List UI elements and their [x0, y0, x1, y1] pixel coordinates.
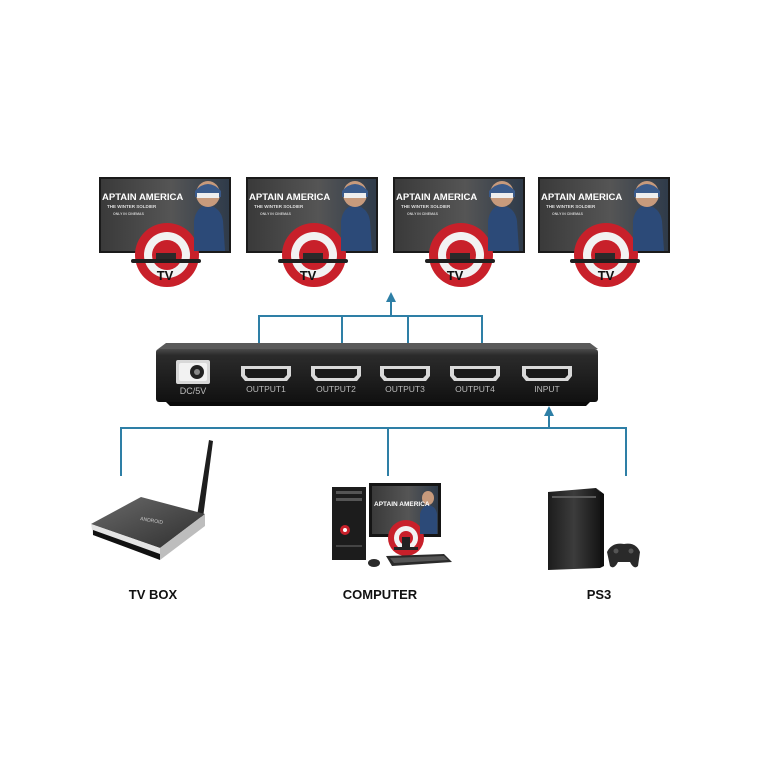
- tv-screen-title: APTAIN AMERICA: [102, 192, 183, 203]
- output-arrow-icon: [386, 292, 396, 302]
- dc-port-label: DC/5V: [180, 386, 207, 396]
- source-label-computer: COMPUTER: [342, 587, 418, 602]
- tv-2: APTAIN AMERICA THE WINTER SOLDIER ONLY I…: [246, 177, 378, 287]
- tv-screen-title: APTAIN AMERICA: [249, 192, 330, 203]
- hdmi-splitter: DC/5V OUTPUT1 OUTPUT2 OUTPUT3 OUTPUT4 IN…: [156, 343, 598, 406]
- input-arrow-icon: [544, 406, 554, 416]
- port-label-output1: OUTPUT1: [246, 384, 286, 394]
- dc-power-port: [176, 360, 210, 384]
- tv-1: APTAIN AMERICA THE WINTER SOLDIER ONLY I…: [99, 177, 231, 287]
- hdmi-port-output2: [311, 366, 361, 381]
- tv-label-1: TV: [156, 268, 174, 283]
- port-label-input: INPUT: [534, 384, 560, 394]
- port-label-output4: OUTPUT4: [455, 384, 495, 394]
- tv-screen-subtitle: THE WINTER SOLDIER: [254, 204, 304, 209]
- port-label-output2: OUTPUT2: [316, 384, 356, 394]
- source-label-ps3: PS3: [586, 587, 612, 602]
- tv-screen-title: APTAIN AMERICA: [396, 192, 477, 203]
- tv-screen-tagline: ONLY IN CINEMAS: [407, 212, 439, 216]
- tv-box-icon: ANDROID: [91, 440, 213, 560]
- hdmi-port-input: [522, 366, 572, 381]
- tv-screen-subtitle: THE WINTER SOLDIER: [107, 204, 157, 209]
- hdmi-port-output4: [450, 366, 500, 381]
- tv-screen-subtitle: THE WINTER SOLDIER: [546, 204, 596, 209]
- tv-screen-tagline: ONLY IN CINEMAS: [552, 212, 584, 216]
- svg-text:ANDROID: ANDROID: [140, 516, 164, 526]
- ps3-console-icon: [548, 488, 640, 570]
- tv-screen-title: APTAIN AMERICA: [541, 192, 622, 203]
- tv-label-4: TV: [597, 268, 615, 283]
- tv-screen-subtitle: THE WINTER SOLDIER: [401, 204, 451, 209]
- computer-screen-title: APTAIN AMERICA: [374, 501, 430, 508]
- input-connectors: [120, 415, 627, 476]
- tv-3: APTAIN AMERICA THE WINTER SOLDIER ONLY I…: [393, 177, 525, 287]
- computer-icon: [332, 483, 452, 567]
- tv-screen-tagline: ONLY IN CINEMAS: [113, 212, 145, 216]
- hdmi-port-output1: [241, 366, 291, 381]
- hdmi-port-output3: [380, 366, 430, 381]
- tv-label-3: TV: [446, 268, 464, 283]
- tv-screen-tagline: ONLY IN CINEMAS: [260, 212, 292, 216]
- port-label-output3: OUTPUT3: [385, 384, 425, 394]
- output-connectors: [258, 300, 483, 345]
- tv-label-2: TV: [299, 268, 317, 283]
- tv-4: APTAIN AMERICA THE WINTER SOLDIER ONLY I…: [538, 177, 670, 287]
- source-label-tv-box: TV BOX: [128, 587, 178, 602]
